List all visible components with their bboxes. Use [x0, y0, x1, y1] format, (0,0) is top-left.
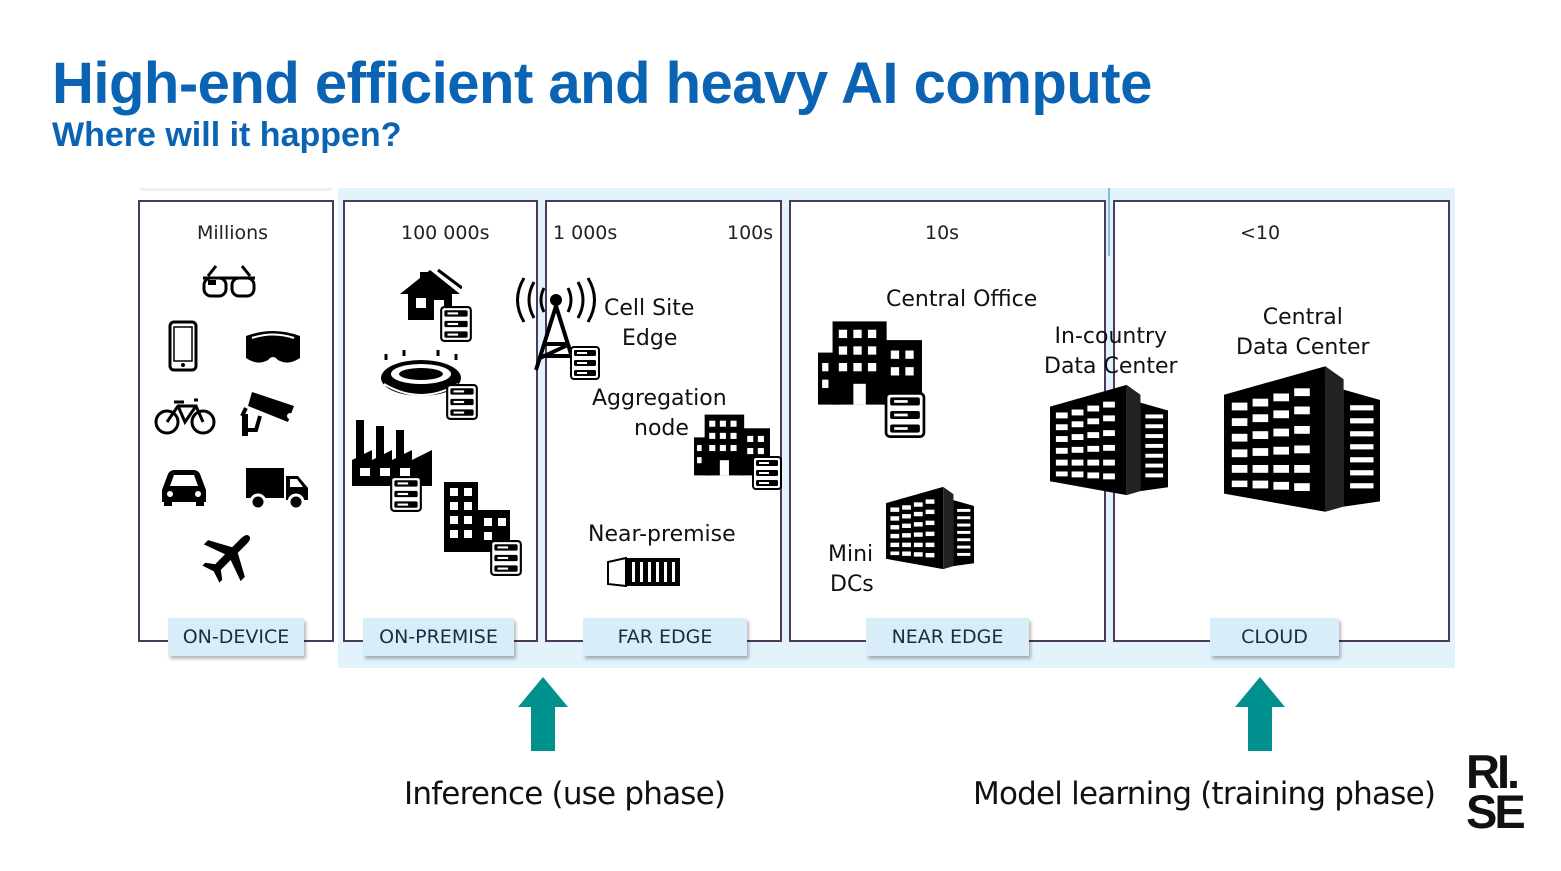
background-strip [140, 188, 332, 191]
security-camera-icon [240, 392, 294, 436]
rise-logo: RI. SE [1466, 745, 1526, 838]
count-on-device: Millions [197, 222, 269, 244]
server-stack-icon [446, 384, 478, 420]
arrow-up-icon [518, 677, 568, 751]
server-stack-icon [884, 392, 926, 438]
server-stack-icon [390, 476, 422, 512]
label-aggregation-node: Aggregation node [592, 384, 727, 444]
data-center-icon [1050, 384, 1168, 496]
label-in-country-dc-line1: In-country [1054, 324, 1168, 349]
container-dc-icon [607, 556, 680, 588]
count-on-premise: 100 000s [401, 222, 490, 244]
arrow-up-icon [1235, 677, 1285, 751]
cell-tower-icon [516, 277, 596, 371]
tier-label-far-edge: FAR EDGE [583, 618, 747, 656]
label-aggregation-node-line1: Aggregation [592, 386, 727, 411]
server-stack-icon [752, 456, 782, 490]
slide-title: High-end efficient and heavy AI compute [52, 51, 1152, 116]
label-cell-site-edge-line1: Cell Site [604, 296, 695, 321]
phase-training: Model learning (training phase) [973, 776, 1436, 812]
label-central-office: Central Office [886, 287, 1038, 312]
server-stack-icon [570, 346, 600, 380]
server-stack-icon [490, 540, 522, 576]
label-central-dc-line2: Data Center [1236, 335, 1370, 360]
smart-glasses-icon [202, 265, 256, 298]
data-center-icon [1224, 366, 1380, 512]
label-mini-dcs-line1: Mini [828, 542, 874, 567]
phone-icon [168, 320, 198, 372]
data-center-icon [886, 486, 974, 570]
count-far-edge-high: 100s [727, 222, 774, 244]
divider-line [1108, 188, 1110, 256]
label-aggregation-node-line2: node [634, 416, 689, 441]
tier-label-cloud: CLOUD [1210, 618, 1339, 656]
count-near-edge: 10s [925, 222, 960, 244]
tier-label-on-device: ON-DEVICE [168, 618, 304, 656]
label-mini-dcs: Mini DCs [828, 540, 874, 600]
label-mini-dcs-line2: DCs [830, 572, 874, 597]
airplane-icon [202, 534, 251, 583]
phase-inference: Inference (use phase) [404, 776, 726, 812]
slide-subtitle: Where will it happen? [52, 116, 402, 154]
tier-label-near-edge: NEAR EDGE [866, 618, 1029, 656]
label-in-country-dc: In-country Data Center [1044, 322, 1178, 382]
tier-label-on-premise: ON-PREMISE [363, 618, 514, 656]
truck-icon [246, 468, 308, 511]
logo-line1: RI. [1466, 745, 1520, 798]
label-cell-site-edge-line2: Edge [622, 326, 678, 351]
label-cell-site-edge: Cell Site Edge [604, 294, 694, 354]
count-far-edge-low: 1 000s [553, 222, 618, 244]
car-icon [162, 470, 206, 506]
label-in-country-dc-line2: Data Center [1044, 354, 1178, 379]
count-cloud: <10 [1240, 222, 1281, 244]
label-central-dc-line1: Central [1262, 305, 1343, 330]
logo-line2: SE [1466, 785, 1526, 838]
server-stack-icon [440, 306, 472, 342]
vr-headset-icon [246, 331, 300, 363]
label-central-dc: Central Data Center [1236, 303, 1370, 363]
bicycle-icon [154, 398, 216, 435]
label-near-premise: Near-premise [588, 522, 736, 547]
